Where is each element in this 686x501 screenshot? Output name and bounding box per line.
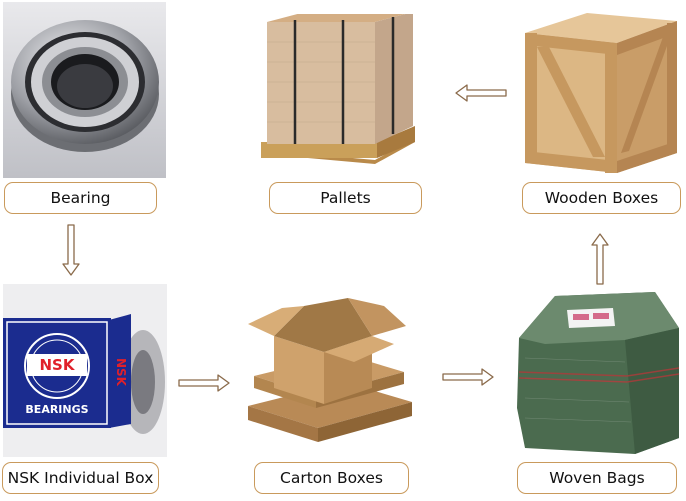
nsk-brand-text: NSK [39, 356, 75, 374]
arrow-nsk-to-carton [178, 374, 230, 392]
nsk-side-brand-text: NSK [114, 358, 128, 386]
label-woven-bags: Woven Bags [517, 462, 677, 494]
arrow-wooden-to-pallets [455, 84, 507, 102]
label-bearing-text: Bearing [50, 189, 111, 207]
carton-boxes-photo [244, 296, 414, 456]
woven-bag-image [515, 288, 683, 456]
pallets-image [255, 14, 421, 178]
wooden-box-image [517, 3, 683, 178]
wooden-boxes-photo [517, 3, 683, 178]
arrow-up-icon [591, 233, 609, 285]
label-wooden-boxes-text: Wooden Boxes [544, 189, 659, 207]
label-bearing: Bearing [4, 182, 157, 214]
nsk-box-photo: NSK BEARINGS NSK [3, 284, 167, 457]
bearing-photo [3, 2, 166, 178]
arrow-bearing-to-nsk [62, 224, 80, 276]
label-pallets: Pallets [269, 182, 422, 214]
label-carton-boxes-text: Carton Boxes [280, 469, 383, 487]
label-woven-bags-text: Woven Bags [549, 469, 645, 487]
nsk-sub-text: BEARINGS [25, 403, 89, 416]
arrow-right-icon [178, 374, 230, 392]
label-nsk-individual-box: NSK Individual Box [2, 462, 159, 494]
label-pallets-text: Pallets [320, 189, 371, 207]
pallets-photo [255, 14, 421, 178]
arrow-woven-to-wooden [591, 233, 609, 285]
label-nsk-individual-box-text: NSK Individual Box [7, 469, 154, 487]
nsk-box-image [3, 284, 167, 457]
arrow-carton-to-woven [442, 368, 494, 386]
carton-box-image [244, 296, 414, 456]
bearing-image [3, 2, 166, 178]
label-wooden-boxes: Wooden Boxes [522, 182, 681, 214]
arrow-right-icon [442, 368, 494, 386]
woven-bags-photo [515, 288, 683, 456]
arrow-left-icon [455, 84, 507, 102]
arrow-down-icon [62, 224, 80, 276]
label-carton-boxes: Carton Boxes [254, 462, 409, 494]
